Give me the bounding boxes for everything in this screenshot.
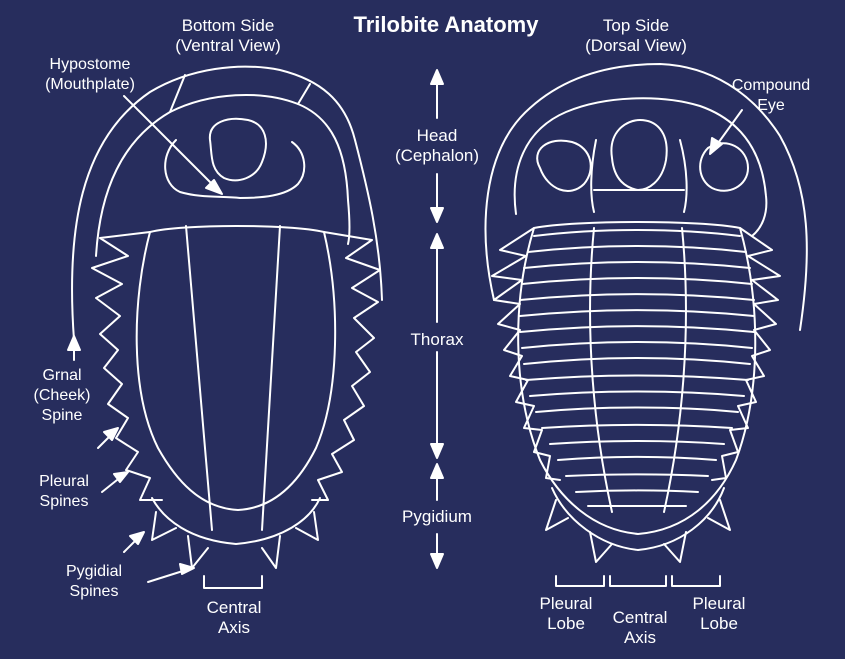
compound-eye-label: Compound Eye (716, 76, 826, 116)
ventral-pygidium (151, 497, 321, 545)
arrow-icon (129, 531, 145, 545)
ventral-central-axis-label: Central Axis (186, 598, 282, 638)
dorsal-heading: Top Side (Dorsal View) (556, 16, 716, 56)
pointer-arrows (67, 95, 743, 583)
ventral-trilobite (71, 65, 383, 589)
pygidial-spines-label-line1: Pygidial (65, 563, 123, 580)
dorsal-cephalon-inner (513, 97, 768, 237)
left-pleural-lobe-label-line1: Pleural (539, 594, 593, 613)
dorsal-heading-line1: Top Side (602, 16, 670, 35)
ventral-cephalon-inner (95, 93, 351, 257)
dorsal-pleural-spines-left (491, 227, 561, 481)
dorsal-axial-furrows (589, 227, 687, 513)
dorsal-central-axis-label-line2: Axis (623, 628, 657, 647)
right-pleural-lobe-label-line2: Lobe (700, 614, 738, 633)
arrow-icon (123, 95, 215, 187)
genal-spine-label-line2: (Cheek) (33, 387, 91, 404)
dorsal-thorax-body (517, 221, 757, 535)
dorsal-pygidium (551, 487, 725, 551)
left-eye (536, 139, 592, 192)
arrow-icon (179, 563, 195, 575)
dorsal-central-axis-label-line1: Central (612, 608, 668, 627)
double-arrow-icon (430, 233, 444, 459)
ventral-pleural-spines-left (91, 231, 163, 501)
dorsal-trilobite (484, 63, 808, 587)
ventral-axis-lines (185, 225, 281, 531)
arrow-icon (205, 179, 223, 195)
dorsal-thoracic-segments (519, 229, 755, 508)
thorax-region-label: Thorax (410, 330, 464, 349)
hypostome-shape (208, 117, 267, 182)
ventral-pygidial-spines (151, 511, 319, 569)
dorsal-pleural-spines-right (711, 227, 781, 481)
bracket-icon (203, 575, 263, 589)
head-region-label-line2: (Cephalon) (394, 146, 480, 165)
pleural-spines-label-line1: Pleural (39, 473, 89, 490)
ventral-pleural-spines-right (311, 231, 381, 501)
right-pleural-lobe-label: Pleural Lobe (676, 594, 762, 634)
hypostome-label: Hypostome (Mouthplate) (30, 55, 150, 95)
glabella (610, 119, 668, 191)
ventral-heading: Bottom Side (Ventral View) (148, 16, 308, 56)
dorsal-central-axis-label: Central Axis (598, 608, 682, 648)
head-region-label-line1: Head (416, 126, 458, 145)
pygidial-spines-label-line2: Spines (69, 583, 119, 600)
ventral-thorax-body (135, 225, 337, 511)
pygidial-spines-label: Pygidial Spines (52, 562, 136, 602)
ventral-cephalon-outline (71, 65, 383, 341)
double-arrow-icon (430, 69, 444, 223)
arrow-icon (113, 471, 129, 483)
arrow-icon (147, 569, 187, 583)
right-pleural-lobe-label-line1: Pleural (692, 594, 746, 613)
ventral-heading-line2: (Ventral View) (175, 36, 281, 55)
arrow-icon (67, 335, 81, 351)
left-pleural-lobe-label-line2: Lobe (547, 614, 585, 633)
hypostome-label-line1: Hypostome (49, 56, 131, 73)
arrow-icon (103, 427, 119, 441)
ventral-heading-line1: Bottom Side (181, 16, 275, 35)
page-title: Trilobite Anatomy (353, 12, 539, 37)
ventral-central-axis-label-line2: Axis (217, 618, 251, 637)
arrow-icon (715, 109, 743, 147)
ventral-rostral-suture (169, 74, 311, 113)
hypostome-wings (164, 139, 306, 199)
genal-spine-label-line1: Grnal (42, 367, 82, 384)
pleural-spines-label: Pleural Spines (24, 472, 104, 512)
right-eye (699, 142, 749, 192)
dorsal-cephalon-outline (484, 63, 808, 331)
arrow-icon (709, 137, 723, 155)
hypostome-label-line2: (Mouthplate) (45, 76, 135, 93)
region-arrows (430, 69, 444, 569)
genal-spine-label-line3: Spine (41, 407, 83, 424)
compound-eye-label-line1: Compound (731, 77, 811, 94)
double-arrow-icon (430, 463, 444, 569)
head-region-label: Head (Cephalon) (372, 126, 502, 166)
bracket-icon (555, 575, 605, 587)
ventral-central-axis-label-line1: Central (206, 598, 262, 617)
genal-spine-label: Grnal (Cheek) Spine (24, 366, 100, 426)
bracket-icon (609, 575, 667, 587)
dorsal-pygidial-spines (545, 499, 731, 563)
pleural-spines-label-line2: Spines (39, 493, 89, 510)
left-pleural-lobe-label: Pleural Lobe (526, 594, 606, 634)
pygidium-region-label: Pygidium (402, 507, 472, 526)
glabella-furrows (590, 139, 688, 213)
dorsal-heading-line2: (Dorsal View) (585, 36, 687, 55)
compound-eye-label-line2: Eye (757, 97, 785, 114)
bracket-icon (671, 575, 721, 587)
